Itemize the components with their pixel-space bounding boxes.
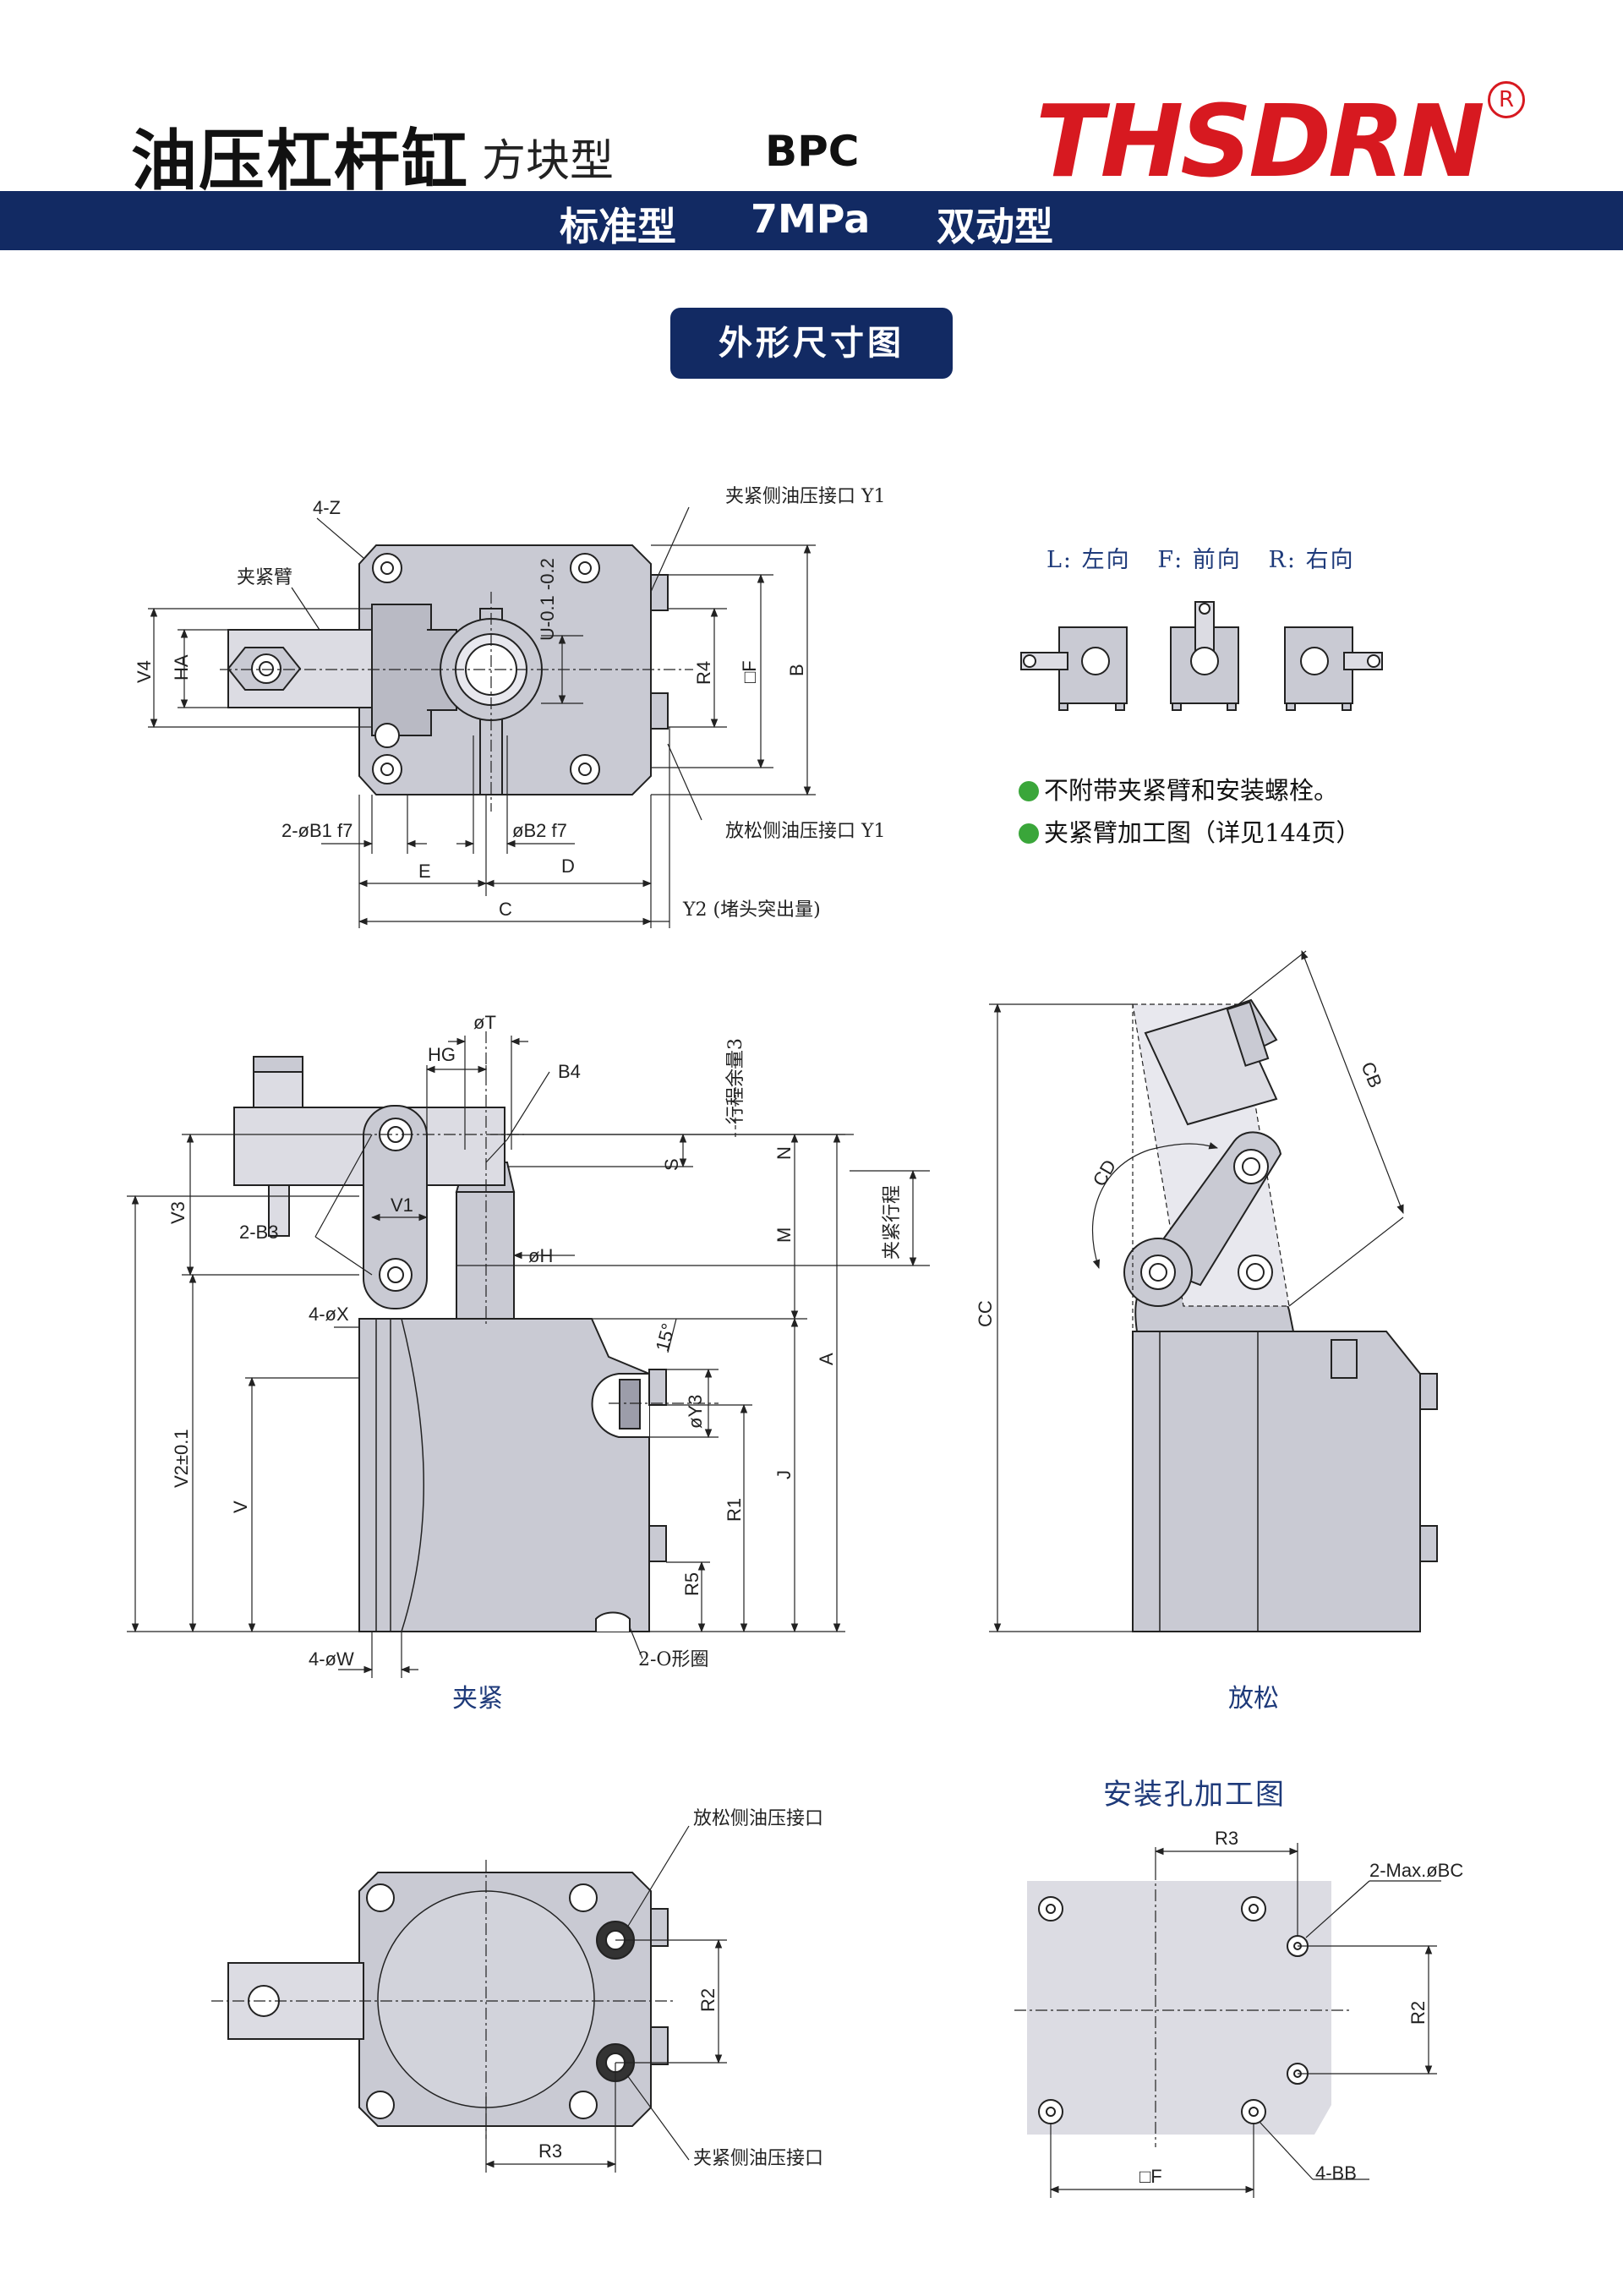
svg-text:øB2 f7: øB2 f7 xyxy=(512,820,567,841)
svg-text:夹紧行程: 夹紧行程 xyxy=(882,1185,903,1260)
bottom-view xyxy=(211,1825,727,2173)
svg-text:2-O形圈: 2-O形圈 xyxy=(638,1649,708,1670)
svg-text:V: V xyxy=(230,1501,251,1513)
svg-text:R3: R3 xyxy=(1215,1828,1238,1849)
svg-text:CC: CC xyxy=(975,1300,996,1327)
svg-text:2-Max.øBC: 2-Max.øBC xyxy=(1369,1860,1463,1881)
green-dot-icon xyxy=(1019,781,1039,801)
svg-text:15°: 15° xyxy=(652,1321,680,1354)
spec-action: 双动型 xyxy=(937,204,1053,249)
svg-text:□F: □F xyxy=(1139,2166,1162,2187)
svg-text:N: N xyxy=(773,1146,795,1160)
svg-text:M: M xyxy=(773,1227,795,1243)
green-dot-icon xyxy=(1019,823,1039,844)
orientation-left-icon xyxy=(1020,626,1128,711)
svg-text:S: S xyxy=(661,1158,682,1171)
svg-text:C: C xyxy=(499,899,512,920)
svg-text:夹紧侧油压接口 Y1: 夹紧侧油压接口 Y1 xyxy=(725,486,886,507)
svg-text:2-B3: 2-B3 xyxy=(239,1222,278,1243)
svg-text:CB: CB xyxy=(1357,1059,1386,1091)
page-subtitle: 方块型 xyxy=(482,136,615,187)
svg-text:V2±0.1: V2±0.1 xyxy=(171,1429,192,1488)
side-view-clamp-labels: øT HG B4 行程余量3 N S 夹紧行程 V3 2-B3 V1 M øH … xyxy=(167,1012,903,1670)
mount-hole-drawing xyxy=(1014,1843,1441,2198)
model-code: BPC xyxy=(765,127,860,176)
bottom-view-labels: 放松侧油压接口 夹紧侧油压接口 R2 R3 xyxy=(538,1808,823,2169)
svg-text:R1: R1 xyxy=(724,1498,745,1522)
svg-text:R3: R3 xyxy=(538,2140,562,2162)
side-view-clamp xyxy=(127,1031,930,1678)
svg-text:B: B xyxy=(786,664,807,676)
svg-text:2-øB1 f7: 2-øB1 f7 xyxy=(281,820,352,841)
svg-text:R5: R5 xyxy=(681,1572,702,1596)
caption-release: 放松 xyxy=(1228,1684,1279,1714)
svg-text:CD: CD xyxy=(1089,1156,1121,1189)
top-view xyxy=(148,506,816,928)
svg-text:夹紧臂: 夹紧臂 xyxy=(237,567,292,588)
svg-text:行程余量3: 行程余量3 xyxy=(725,1038,746,1124)
svg-text:E: E xyxy=(418,861,431,882)
note-2: 夹紧臂加工图（详见144页） xyxy=(1019,813,1360,849)
svg-text:4-øW: 4-øW xyxy=(309,1648,354,1670)
svg-text:4-Z: 4-Z xyxy=(313,497,341,518)
direction-legend: L: 左向 F: 前向 R: 右向 xyxy=(1046,547,1355,573)
svg-text:Y2 (堵头突出量): Y2 (堵头突出量) xyxy=(682,899,821,921)
top-view-labels: 4-Z 夹紧侧油压接口 Y1 夹紧臂 V4 HA U-0.1 -0.2 R4 □… xyxy=(134,486,886,921)
spec-band: 标准型 7MPa 双动型 xyxy=(0,191,1623,250)
caption-mount: 安装孔加工图 xyxy=(1103,1778,1286,1812)
section-title: 外形尺寸图 xyxy=(670,308,953,379)
svg-text:V3: V3 xyxy=(167,1201,189,1224)
spec-type: 标准型 xyxy=(560,204,676,249)
svg-text:4-øX: 4-øX xyxy=(309,1304,349,1325)
registered-mark-icon: R xyxy=(1488,81,1525,118)
caption-clamp: 夹紧 xyxy=(452,1684,503,1714)
brand-logo: THSDRN xyxy=(1036,83,1485,200)
page-title: 油压杠杆缸 xyxy=(131,123,470,200)
svg-text:øH: øH xyxy=(528,1245,553,1266)
svg-text:HA: HA xyxy=(171,654,192,681)
note-1: 不附带夹紧臂和安装螺栓。 xyxy=(1019,771,1338,806)
svg-text:R4: R4 xyxy=(693,661,714,685)
svg-text:U-0.1 -0.2: U-0.1 -0.2 xyxy=(537,558,558,641)
svg-text:V1: V1 xyxy=(391,1194,413,1216)
orientation-front-icon xyxy=(1170,601,1239,711)
spec-pressure: 7MPa xyxy=(751,196,871,242)
svg-text:øT: øT xyxy=(473,1012,496,1033)
svg-text:R2: R2 xyxy=(1407,2001,1429,2025)
orientation-icons xyxy=(1020,601,1383,711)
svg-text:J: J xyxy=(773,1470,795,1479)
svg-text:□F: □F xyxy=(739,660,760,683)
mount-hole-labels: R3 2-Max.øBC R2 □F 4-BB xyxy=(1139,1828,1463,2187)
svg-text:A: A xyxy=(816,1353,837,1365)
svg-text:øY3: øY3 xyxy=(685,1395,706,1429)
svg-text:夹紧侧油压接口: 夹紧侧油压接口 xyxy=(693,2148,823,2169)
orientation-right-icon xyxy=(1284,626,1383,711)
svg-text:V4: V4 xyxy=(134,660,155,683)
svg-text:HG: HG xyxy=(428,1044,456,1065)
svg-text:R2: R2 xyxy=(697,1988,719,2012)
svg-text:B4: B4 xyxy=(558,1061,581,1082)
svg-text:放松侧油压接口 Y1: 放松侧油压接口 Y1 xyxy=(725,821,886,842)
svg-text:D: D xyxy=(561,856,575,877)
svg-text:放松侧油压接口: 放松侧油压接口 xyxy=(693,1808,823,1829)
svg-text:4-BB: 4-BB xyxy=(1315,2162,1357,2184)
side-view-release xyxy=(989,949,1438,1633)
